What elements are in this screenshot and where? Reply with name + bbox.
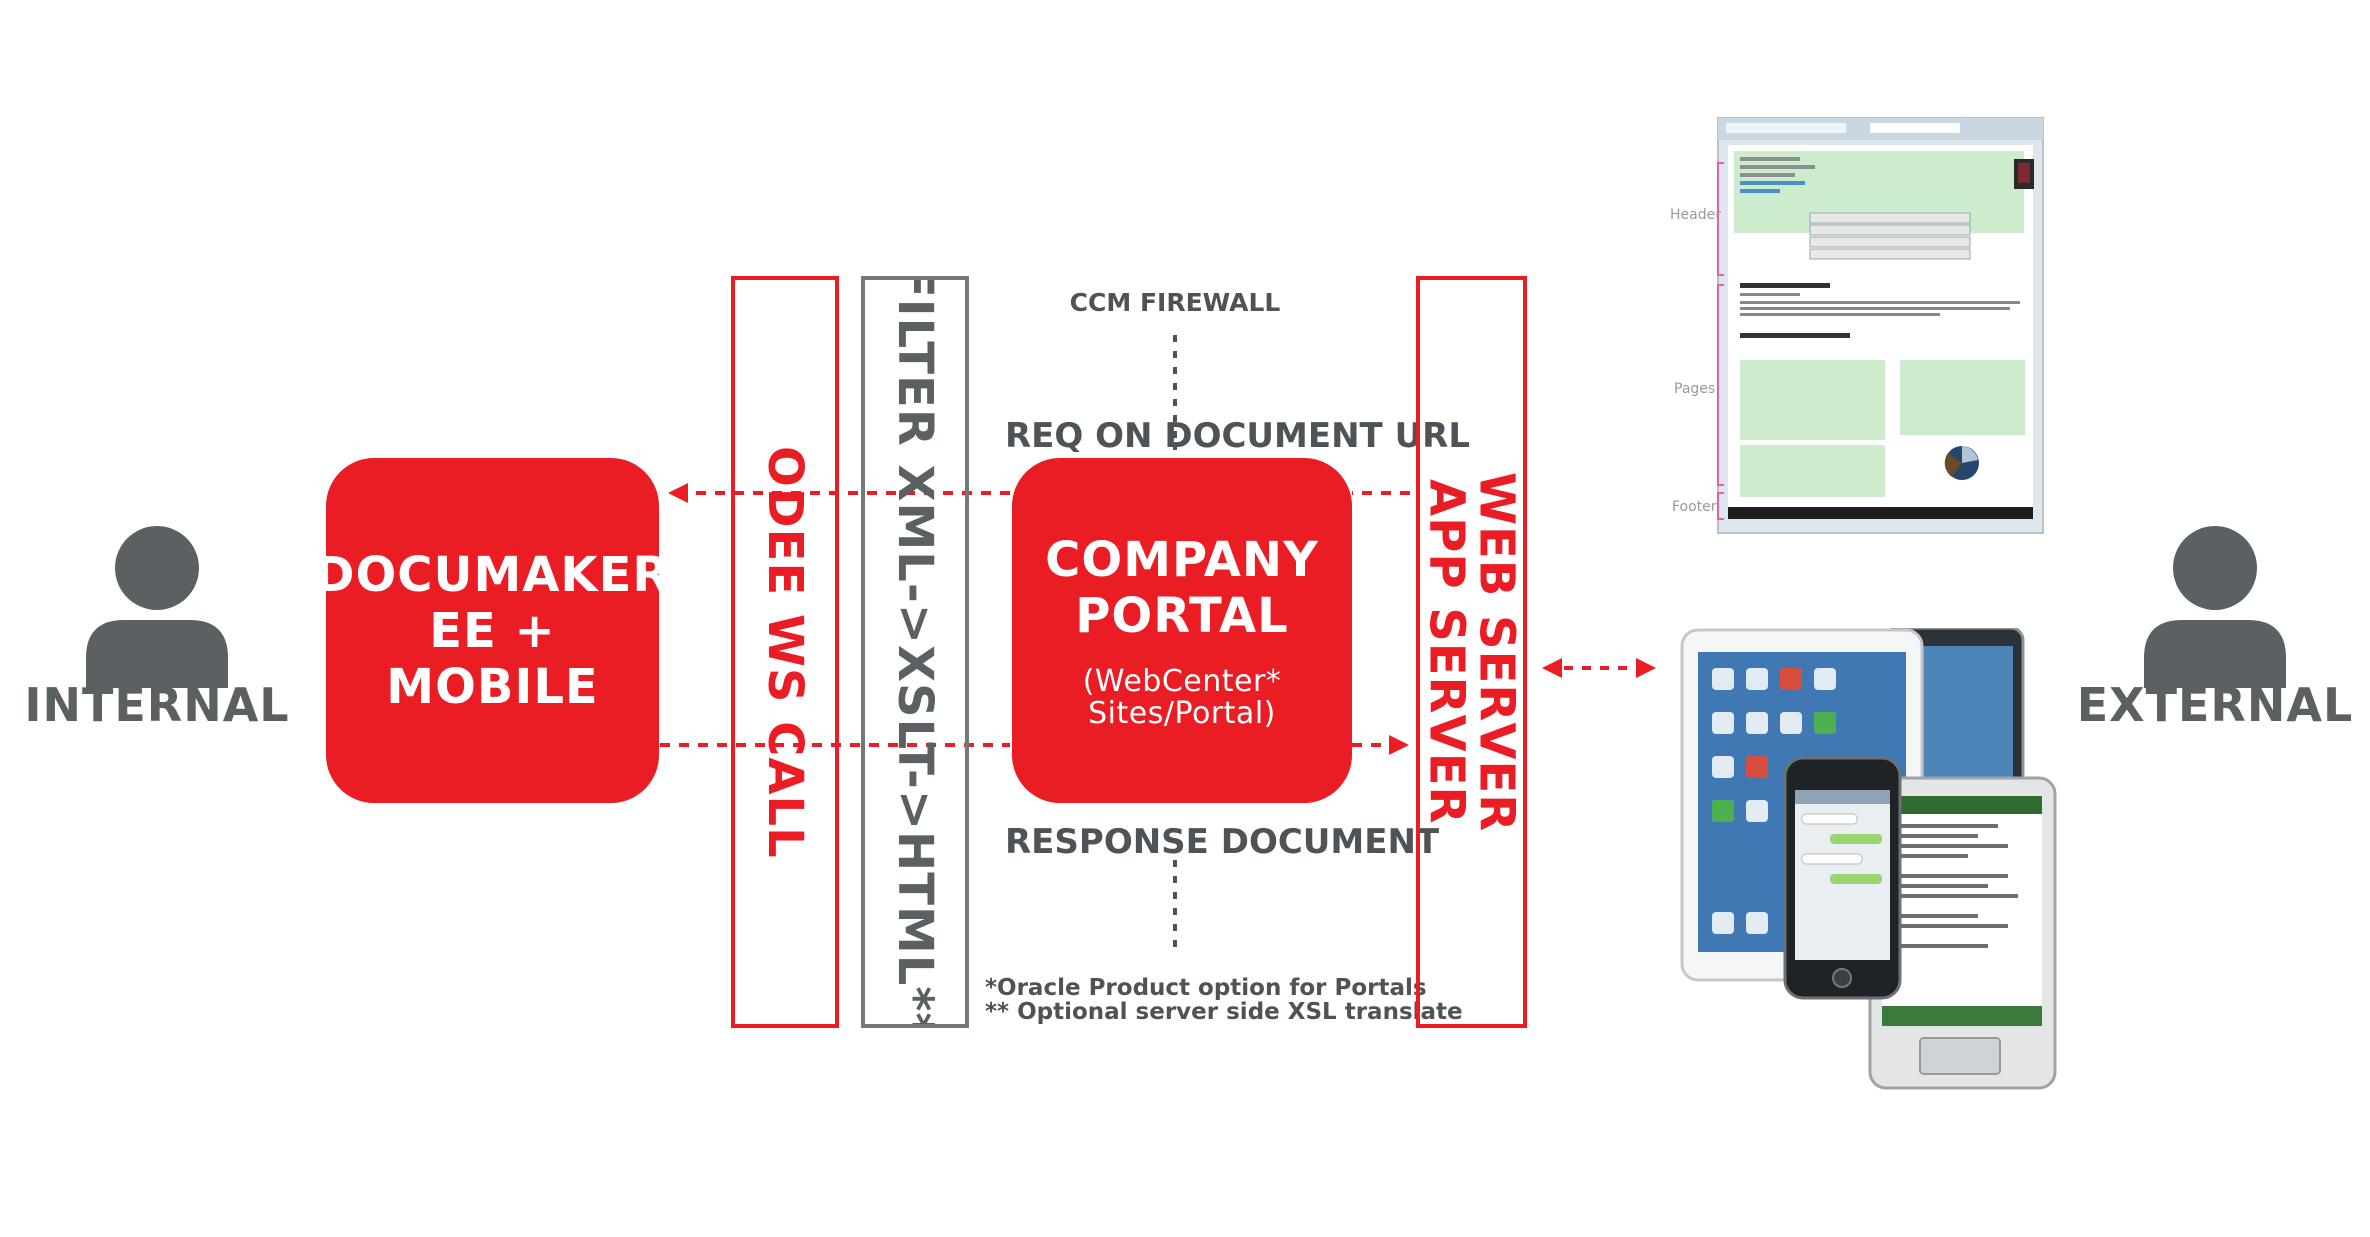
request-caption: REQ ON DOCUMENT URL [1005, 416, 1471, 456]
portal-sub-1: (WebCenter* [1082, 663, 1282, 699]
internal-person-icon [86, 526, 228, 688]
internal-label: INTERNAL [24, 678, 290, 732]
documaker-box: DOCUMAKER EE + MOBILE [315, 458, 669, 803]
odee-ws-call-label: ODEE WS CALL [757, 445, 813, 859]
preview-pages-label: Pages [1674, 381, 1715, 397]
note-oracle-product: *Oracle Product option for Portals [985, 975, 1427, 1001]
company-portal-box: COMPANY PORTAL (WebCenter* Sites/Portal) [1012, 458, 1352, 803]
web-app-server-label: WEB SERVER APP SERVER [1418, 471, 1525, 833]
external-person-icon [2144, 526, 2286, 688]
note-xsl-translate: ** Optional server side XSL translate [985, 999, 1463, 1025]
documaker-line-2: EE + [429, 602, 556, 659]
filter-label: FILTER XML->XSLT->HTML** [887, 276, 943, 1028]
document-preview-image: Header Pages Footer [1670, 117, 2044, 534]
portal-line-2: PORTAL [1075, 587, 1289, 644]
documaker-line-1: DOCUMAKER [314, 546, 671, 603]
odee-ws-call-box: ODEE WS CALL [731, 276, 839, 1028]
web-server-label: WEB SERVER [1468, 471, 1525, 833]
portal-sub-2: Sites/Portal) [1088, 695, 1276, 731]
documaker-line-3: MOBILE [386, 658, 599, 715]
mobile-devices-icon [1680, 628, 2057, 1090]
preview-header-label: Header [1670, 207, 1721, 223]
response-caption: RESPONSE DOCUMENT [1005, 822, 1440, 862]
firewall-caption: CCM FIREWALL [1069, 288, 1281, 317]
preview-footer-label: Footer [1672, 499, 1717, 515]
web-app-server-box: WEB SERVER APP SERVER [1416, 276, 1527, 1028]
external-label: EXTERNAL [2076, 678, 2354, 732]
filter-box: FILTER XML->XSLT->HTML** [861, 276, 969, 1028]
portal-line-1: COMPANY [1045, 531, 1319, 588]
app-server-label: APP SERVER [1418, 479, 1475, 825]
